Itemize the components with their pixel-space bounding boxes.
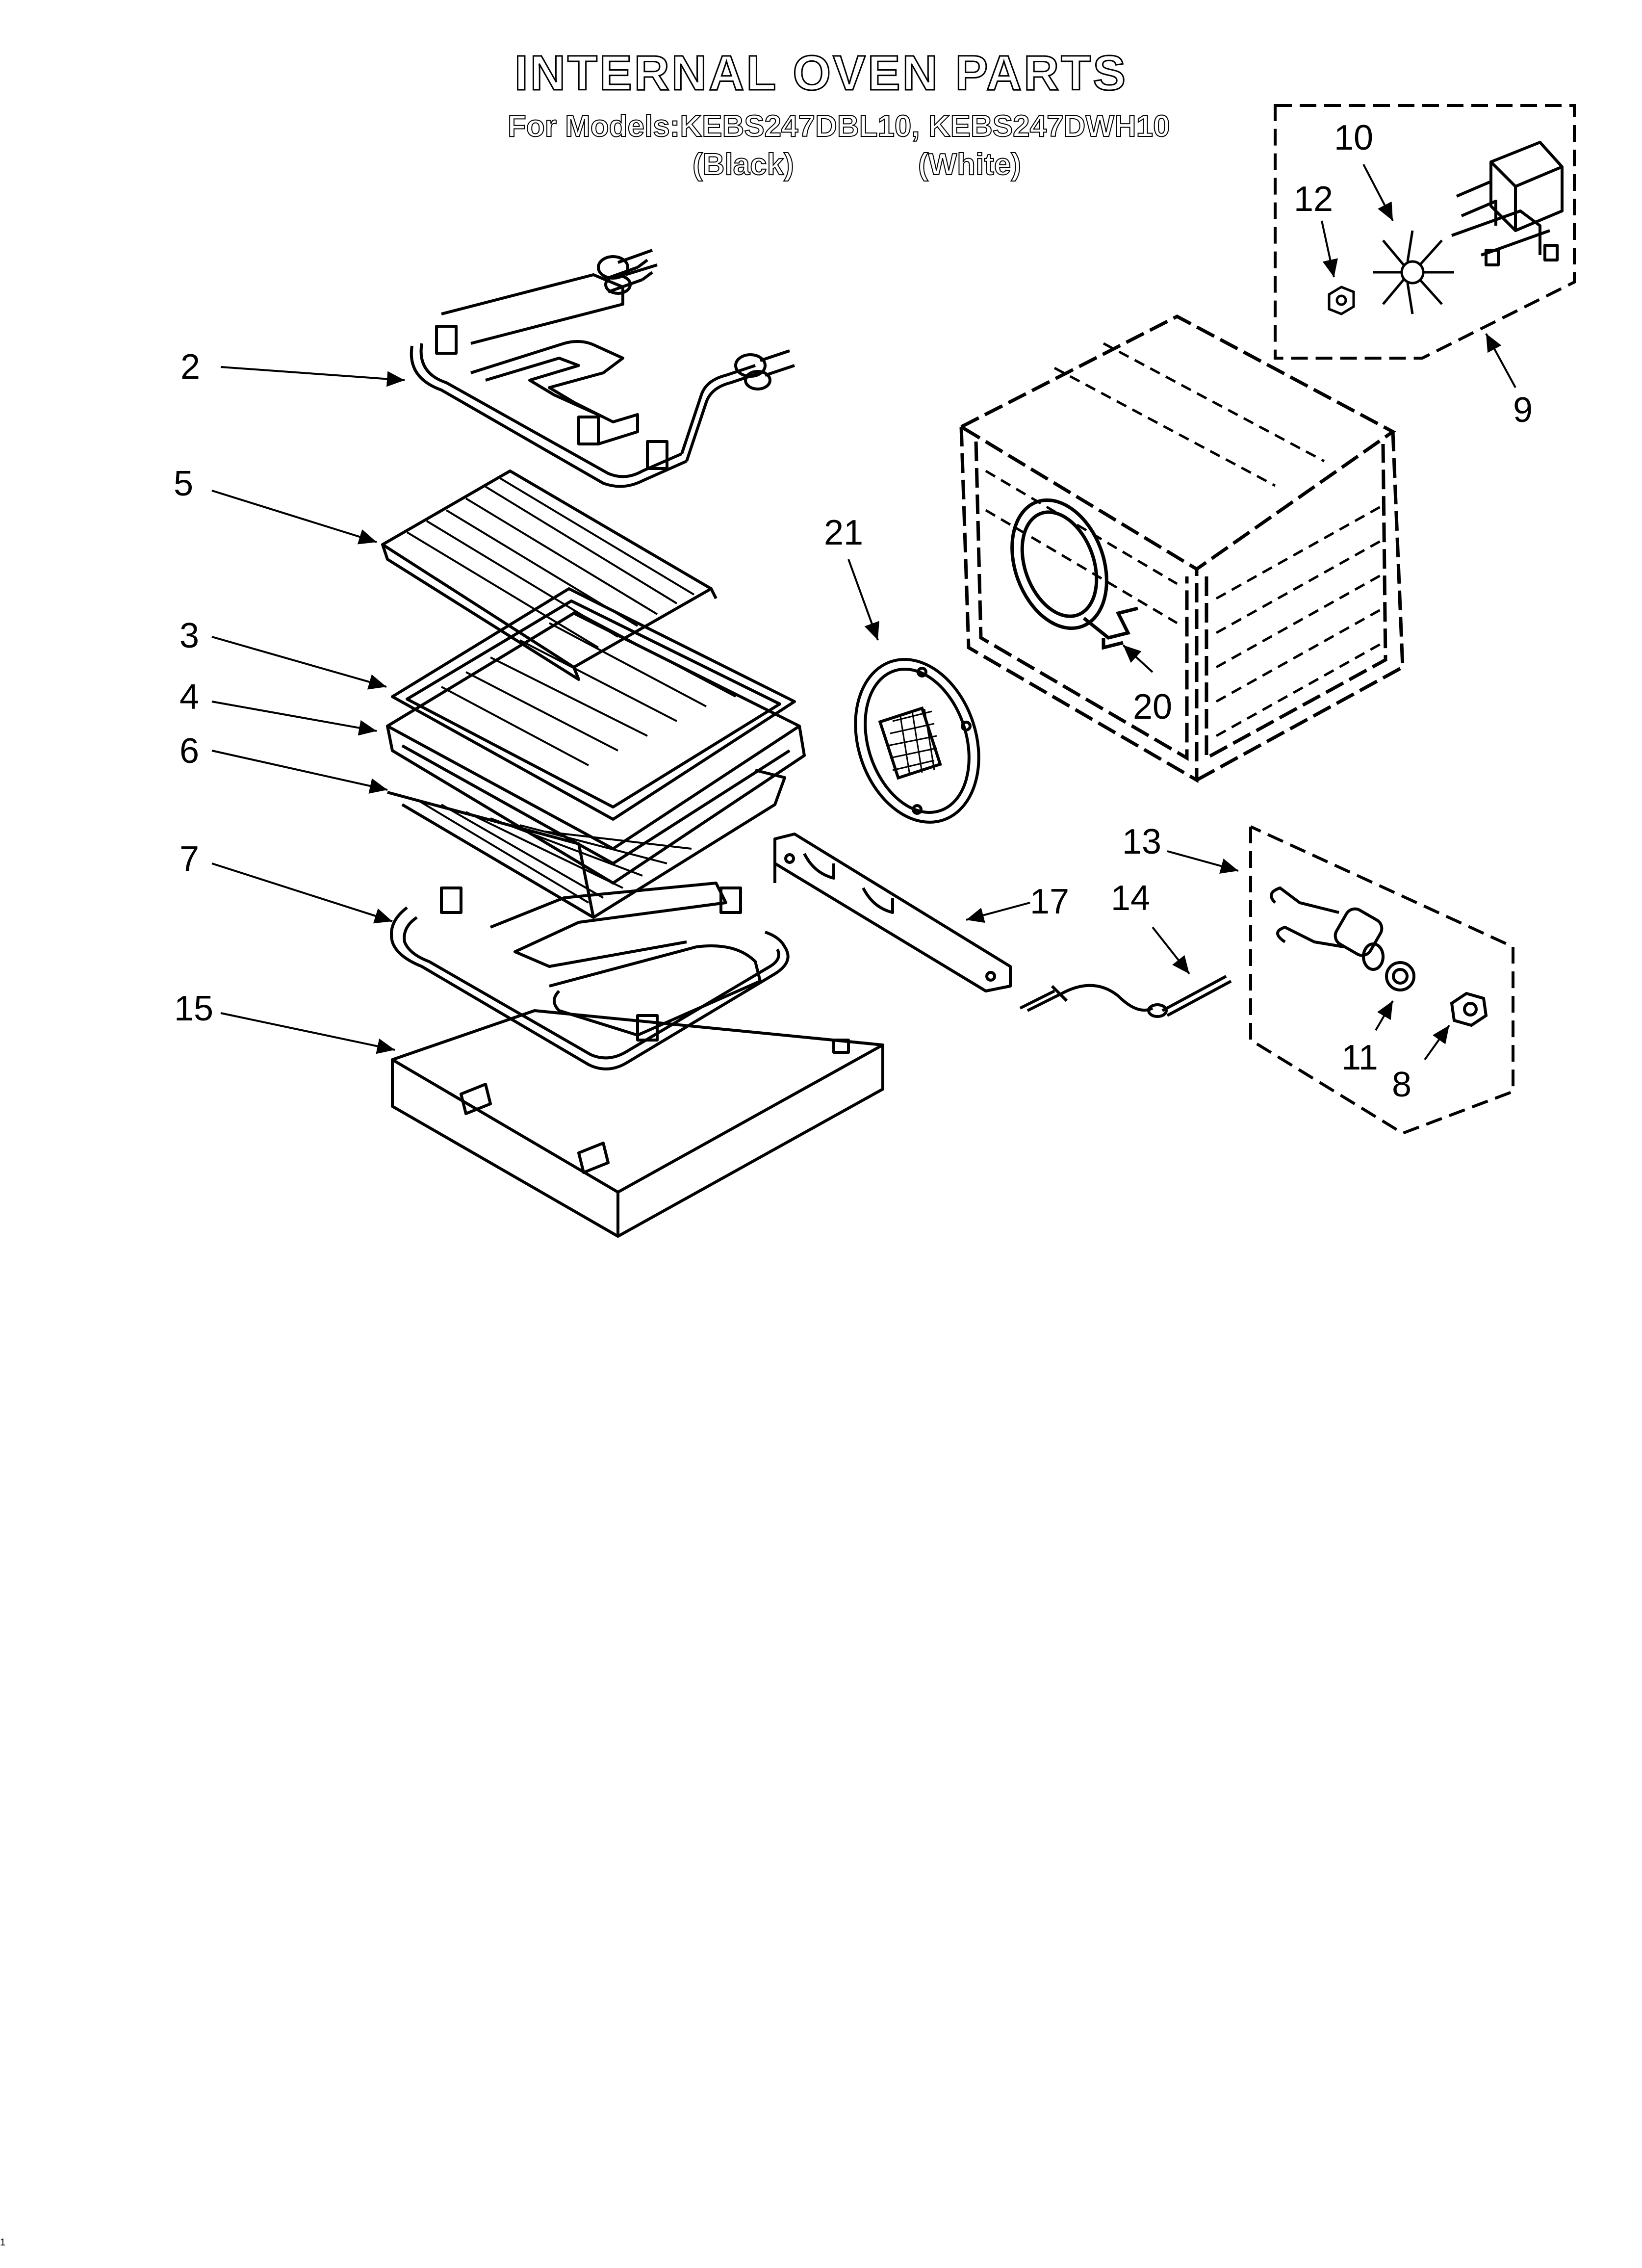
callout-2: 2 [180, 347, 200, 387]
callout-20: 20 [1133, 687, 1172, 727]
callout-8: 8 [1392, 1065, 1411, 1104]
star-washer [1385, 961, 1415, 991]
fan-nut [1328, 286, 1355, 315]
oven-cavity [957, 314, 1405, 783]
callout-6: 6 [180, 731, 199, 771]
meat-probe [1019, 975, 1232, 1018]
color-label-black: (Black) [692, 147, 795, 182]
callout-3: 3 [180, 616, 199, 655]
hex-nut [1450, 991, 1488, 1027]
bake-element [390, 882, 790, 1070]
callout-17: 17 [1030, 882, 1069, 921]
callout-12: 12 [1294, 180, 1333, 219]
probe-receptacle [1270, 886, 1385, 971]
callout-15: 15 [174, 989, 213, 1028]
bottom-tray [391, 1009, 884, 1238]
models-line: For Models:KEBS247DBL10, KEBS247DWH10 [507, 109, 1171, 144]
callout-10: 10 [1334, 118, 1373, 157]
callout-labels: 2 5 3 4 6 7 15 21 20 17 13 14 11 8 9 10 … [174, 118, 1533, 1104]
broiler-pan-and-grid [386, 587, 806, 885]
side-bracket [773, 833, 1012, 992]
oven-rack [387, 769, 786, 919]
fan-motor [1451, 141, 1564, 266]
color-label-white: (White) [918, 147, 1022, 182]
page-title: INTERNAL OVEN PARTS [513, 45, 1128, 102]
callout-5: 5 [174, 464, 193, 503]
fan-motor-box [1274, 104, 1576, 360]
fan-blade [1373, 230, 1454, 314]
callout-14: 14 [1111, 879, 1150, 918]
callout-9: 9 [1513, 391, 1533, 430]
callout-11: 11 [1341, 1038, 1378, 1077]
convection-element [1010, 498, 1138, 650]
callout-4: 4 [180, 678, 199, 717]
callout-13: 13 [1122, 822, 1161, 861]
callout-leaders [211, 164, 1516, 1061]
footer-mark: 1 [0, 2237, 6, 2248]
probe-receptacle-box [1249, 825, 1514, 1135]
callout-7: 7 [180, 839, 199, 879]
fan-cover [854, 658, 980, 824]
broil-element [410, 249, 795, 488]
oven-cavity-details [985, 342, 1384, 737]
callout-21: 21 [824, 513, 863, 552]
